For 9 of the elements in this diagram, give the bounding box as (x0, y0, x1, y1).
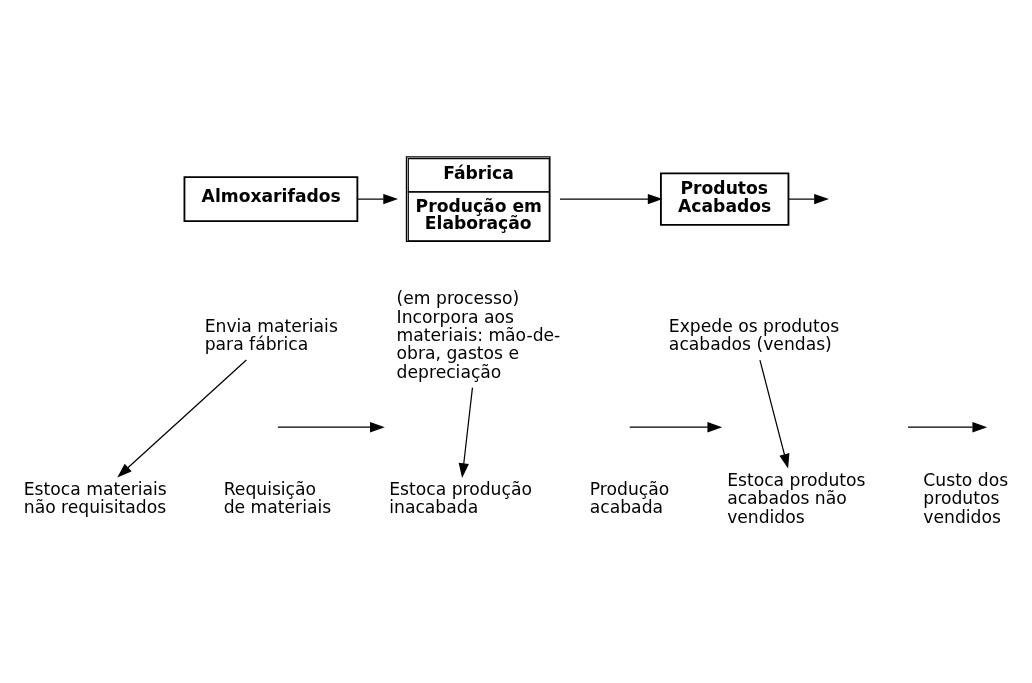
node-text: Estoca produção inacabada (388, 478, 532, 517)
label: Custo dos produtos vendidos (922, 469, 1008, 527)
node-text: (em processo) Incorpora aos materiais: mão-de-obra, gastos e depreciação (396, 287, 560, 382)
node-text: Estoca materiais não requisitados (23, 478, 167, 517)
label: Requisição de materiais (223, 478, 331, 517)
label: Produção acabada (589, 478, 669, 517)
node-text: Envia materiais para fábrica (204, 315, 338, 354)
node-text: Estoca produtos acabados não vendidos (726, 469, 866, 527)
node-text: Expede os produtos acabados (vendas) (668, 315, 839, 354)
